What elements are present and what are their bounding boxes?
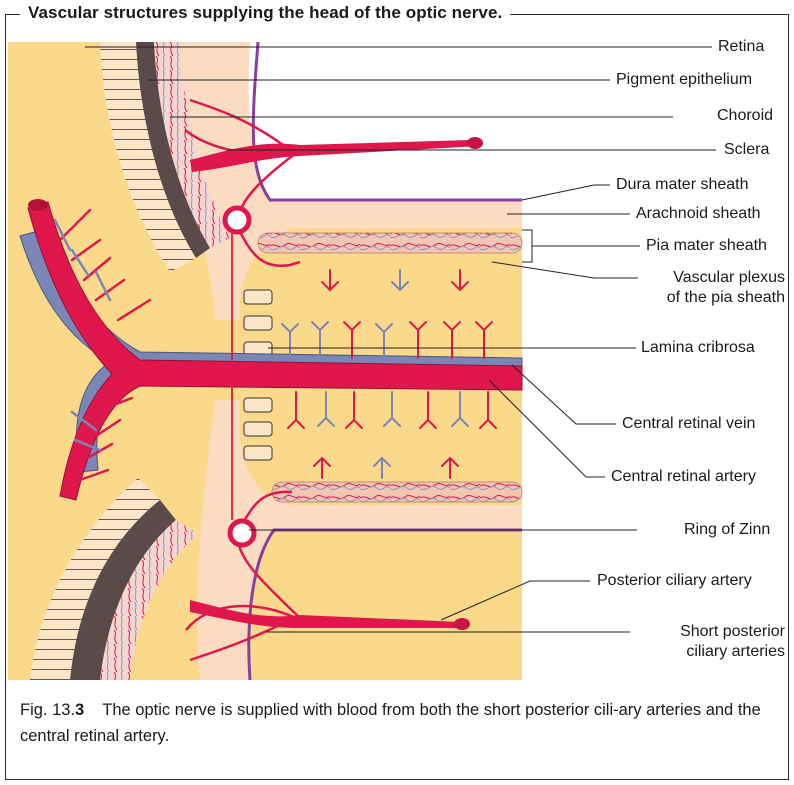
label-lamina-cribrosa: Lamina cribrosa xyxy=(641,338,755,358)
label-dura-mater-sheath: Dura mater sheath xyxy=(616,175,749,195)
label-ring-of-zinn: Ring of Zinn xyxy=(684,520,770,540)
figure-caption: Fig. 13.3 The optic nerve is supplied wi… xyxy=(20,697,780,749)
caption-text: The optic nerve is supplied with blood f… xyxy=(20,701,761,745)
label-short-posterior-line1: Short posterior xyxy=(640,622,785,642)
label-central-retinal-artery: Central retinal artery xyxy=(611,467,756,487)
label-arachnoid-sheath: Arachnoid sheath xyxy=(636,204,761,224)
label-short-posterior-line2: ciliary arteries xyxy=(640,642,785,662)
label-pigment-epithelium: Pigment epithelium xyxy=(616,70,752,90)
label-choroid: Choroid xyxy=(717,106,773,126)
label-posterior-ciliary-artery: Posterior ciliary artery xyxy=(597,571,752,591)
label-short-posterior-ciliary-arteries: Short posterior ciliary arteries xyxy=(640,622,785,662)
label-vascular-plexus-line1: Vascular plexus xyxy=(640,268,785,288)
label-sclera: Sclera xyxy=(724,140,769,160)
dura-line-upper xyxy=(253,42,522,200)
label-pia-mater-sheath: Pia mater sheath xyxy=(646,236,767,256)
label-central-retinal-vein: Central retinal vein xyxy=(622,414,755,434)
label-vascular-plexus-line2: of the pia sheath xyxy=(640,288,785,308)
pia-plexus-lower xyxy=(272,482,522,502)
label-vascular-plexus: Vascular plexus of the pia sheath xyxy=(640,268,785,308)
label-retina: Retina xyxy=(718,37,764,57)
caption-fig-prefix: Fig. 13. xyxy=(20,701,75,719)
caption-fig-number: 3 xyxy=(75,701,84,719)
pia-plexus-upper xyxy=(258,233,522,253)
